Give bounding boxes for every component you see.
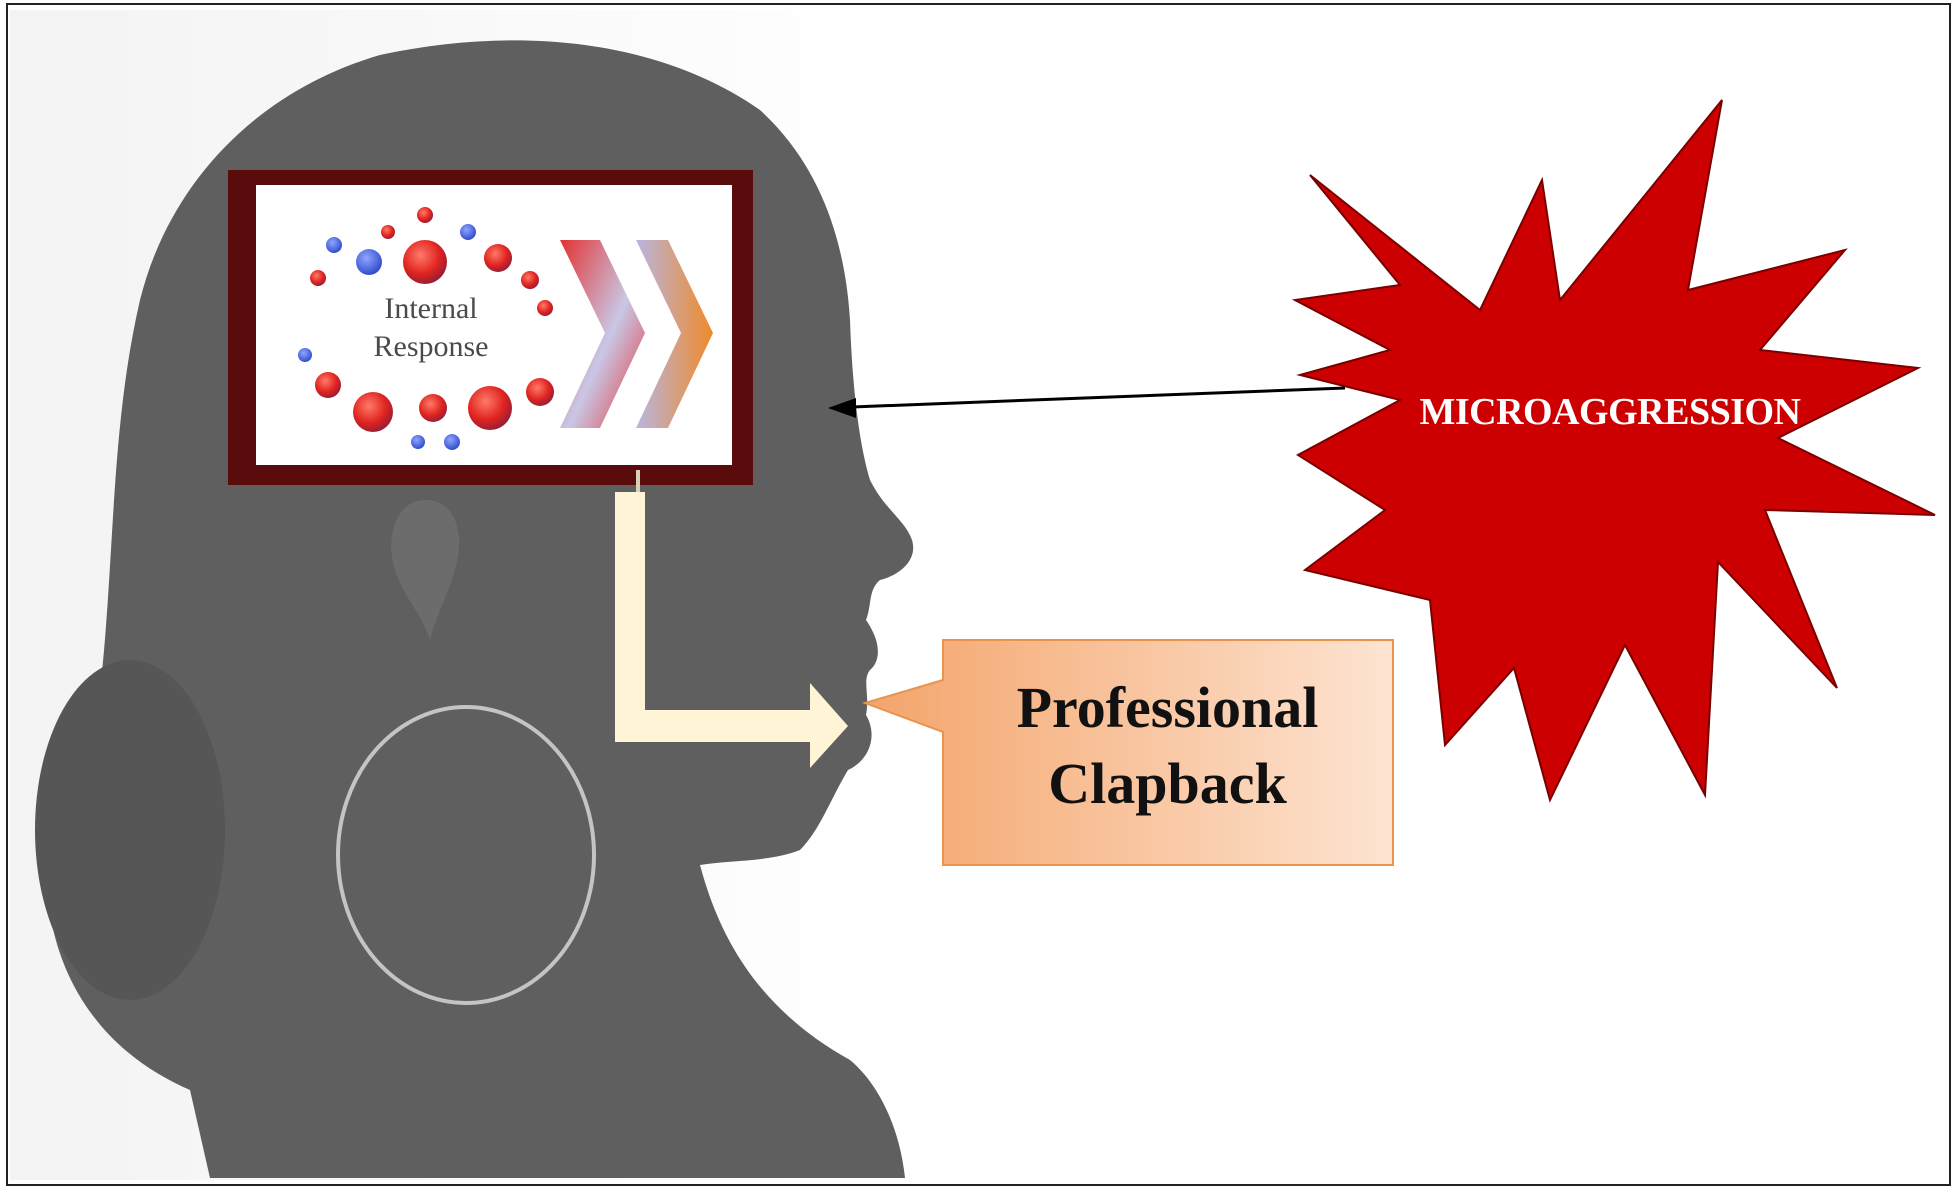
clapback-label: Professional Clapback [945, 670, 1390, 822]
microaggression-label: MICROAGGRESSION [1370, 390, 1850, 434]
microaggression-arrow-line [852, 388, 1345, 407]
internal-response-label: Internal Response [346, 290, 516, 366]
hair-bun [35, 660, 225, 1000]
